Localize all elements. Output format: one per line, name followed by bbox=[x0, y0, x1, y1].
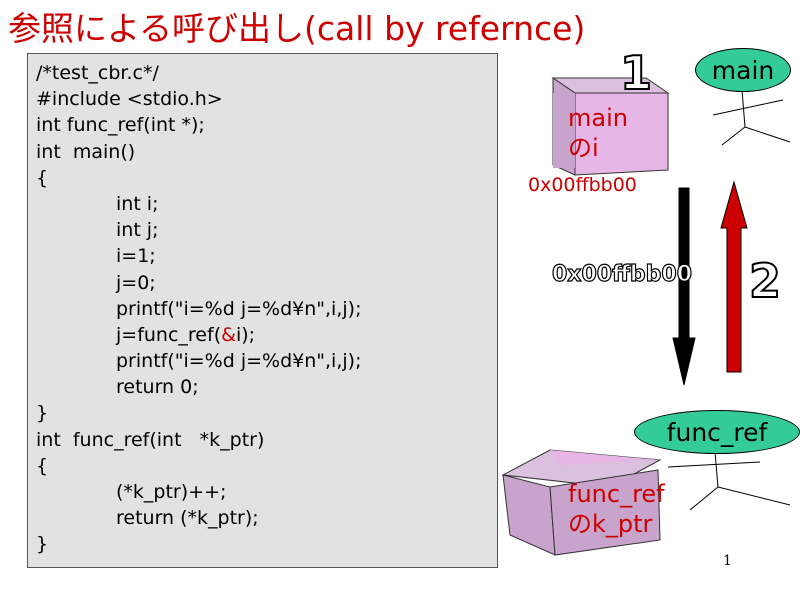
func-figure-line3 bbox=[689, 486, 719, 511]
code-text: return 0; bbox=[116, 376, 199, 399]
code-text: int func_ref(int *); bbox=[36, 114, 205, 137]
code-line: } bbox=[36, 400, 497, 426]
code-line: #include <stdio.h> bbox=[36, 86, 497, 112]
code-text: return (*k_ptr); bbox=[116, 507, 259, 530]
code-line: { bbox=[36, 453, 497, 479]
code-line: return (*k_ptr); bbox=[36, 505, 497, 531]
code-text: int func_ref(int *k_ptr) bbox=[36, 428, 265, 451]
code-line: int func_ref(int *); bbox=[36, 112, 497, 138]
main-var-label-line2: のi bbox=[568, 134, 599, 162]
code-text: int main() bbox=[36, 140, 136, 163]
code-line: return 0; bbox=[36, 374, 497, 400]
code-text: /*test_cbr.c*/ bbox=[36, 62, 159, 84]
down-arrow bbox=[672, 187, 696, 386]
code-line: j=0; bbox=[36, 270, 497, 296]
code-line: i=1; bbox=[36, 243, 497, 269]
main-figure-line4 bbox=[744, 126, 791, 143]
code-text: (*k_ptr)++; bbox=[116, 481, 227, 503]
page-number: 1 bbox=[723, 553, 732, 569]
code-text: { bbox=[36, 454, 49, 477]
code-line: printf("i=%d j=%d¥n",i,j); bbox=[36, 296, 497, 322]
code-text-tail: i); bbox=[235, 323, 256, 346]
code-text: #include <stdio.h> bbox=[36, 88, 223, 111]
code-line: } bbox=[36, 531, 497, 557]
func-var-box-front bbox=[549, 469, 661, 556]
main-var-address: 0x00ffbb00 bbox=[528, 174, 637, 196]
code-text: printf("i=%d j=%d¥n",i,j); bbox=[116, 297, 362, 320]
code-line: j=func_ref(&i); bbox=[36, 322, 497, 348]
code-line: int j; bbox=[36, 217, 497, 243]
code-line: (*k_ptr)++; bbox=[36, 479, 497, 505]
func-var-box-left bbox=[502, 474, 556, 556]
func-figure-line4 bbox=[717, 486, 791, 506]
code-line: /*test_cbr.c*/ bbox=[36, 60, 497, 86]
code-line: printf("i=%d j=%d¥n",i,j); bbox=[36, 348, 497, 374]
address-of-operator: & bbox=[221, 323, 236, 346]
code-line: int i; bbox=[36, 191, 497, 217]
func-var-label-line1: func_ref bbox=[568, 480, 665, 508]
code-listing: /*test_cbr.c*/ #include <stdio.h> int func… bbox=[27, 53, 498, 568]
code-text: } bbox=[36, 533, 49, 556]
up-arrow bbox=[720, 180, 748, 373]
code-text: { bbox=[36, 166, 49, 189]
passed-address: 0x00ffbb00 bbox=[551, 261, 693, 287]
step-2: 2 bbox=[748, 254, 782, 308]
code-text: int j; bbox=[116, 219, 159, 242]
code-text: j=func_ref( bbox=[116, 323, 222, 346]
step-1: 1 bbox=[619, 46, 653, 100]
func-var-label-line2: のk_ptr bbox=[568, 510, 653, 538]
main-figure-line3 bbox=[721, 126, 746, 146]
code-text: printf("i=%d j=%d¥n",i,j); bbox=[116, 350, 362, 373]
func-var-box-highlight bbox=[550, 450, 660, 465]
code-text: j=0; bbox=[116, 271, 156, 294]
main-var-label-line1: main bbox=[568, 104, 628, 132]
code-text: } bbox=[36, 402, 49, 425]
slide-title: 参照による呼び出し(call by refernce) bbox=[8, 9, 586, 48]
main-node: main bbox=[695, 48, 791, 92]
main-var-box-fill bbox=[553, 93, 575, 168]
code-line: int main() bbox=[36, 139, 497, 165]
func-figure-line2 bbox=[667, 461, 761, 468]
code-line: int func_ref(int *k_ptr) bbox=[36, 427, 497, 453]
func-figure-line1 bbox=[714, 451, 719, 488]
main-figure-line2 bbox=[712, 99, 784, 116]
code-line: { bbox=[36, 165, 497, 191]
code-text: int i; bbox=[116, 192, 159, 215]
func-ref-node: func_ref bbox=[634, 410, 800, 454]
code-text: i=1; bbox=[116, 245, 156, 268]
